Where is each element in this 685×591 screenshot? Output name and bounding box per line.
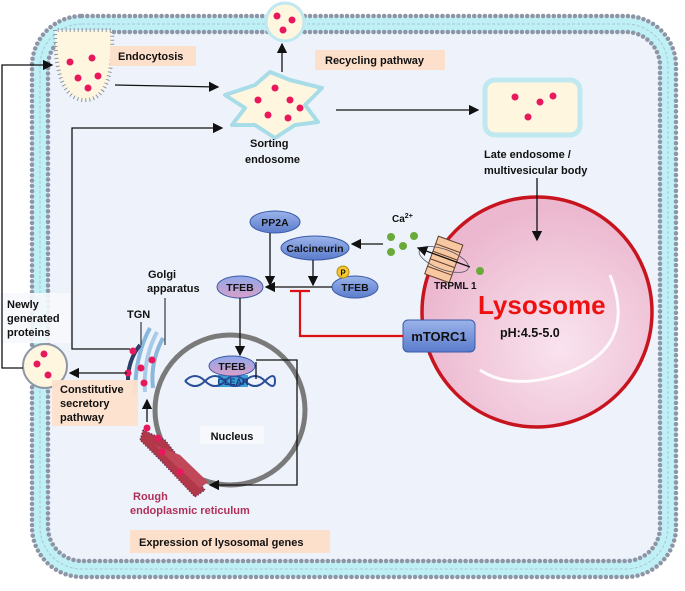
secretory-label-3: pathway: [60, 412, 105, 424]
calcineurin-node: [280, 235, 350, 261]
phosphate-icon: [336, 265, 350, 279]
recycling-label-box: [315, 50, 445, 70]
nucleus-label: Nucleus: [211, 431, 254, 443]
endocytic-vesicle: [52, 28, 115, 103]
pp2a-label: PP2A: [261, 217, 289, 229]
rough-er: [139, 424, 208, 498]
newly-label-3: proteins: [7, 327, 50, 339]
calcium-label: Ca2+: [392, 213, 413, 225]
recycling-vesicle: [264, 1, 306, 43]
tgn-to-endosome-arrow: [71, 122, 224, 350]
lysosome-ph: pH:4.5-5.0: [500, 326, 560, 340]
lysosome-label: Lysosome: [478, 290, 606, 320]
newly-label-2: generated: [7, 313, 60, 325]
gene-expression-arrow: [210, 359, 298, 485]
nuclear-tfeb-label: TFEB: [218, 361, 246, 373]
tgn-label: TGN: [127, 309, 150, 321]
expression-label-box: [130, 530, 330, 553]
secretory-label-box: [52, 380, 138, 426]
newly-label-1: Newly: [7, 299, 40, 311]
trpml1-channel: [418, 235, 469, 284]
golgi-label-1: Golgi: [148, 269, 176, 281]
clear-label: CLEAR: [218, 377, 249, 387]
late-endosome-label-1: Late endosome /: [484, 149, 571, 161]
trpml1-label: TRPML 1: [434, 281, 477, 292]
endocytosis-to-sorting-arrow: [114, 81, 220, 93]
late-endosome: [482, 77, 583, 138]
sorting-endosome-label-2: endosome: [245, 154, 300, 166]
rer-label-1: Rough: [133, 491, 168, 503]
late-endosome-label-2: multivesicular body: [484, 165, 588, 177]
tfeb-label: TFEB: [226, 282, 254, 294]
rer-label-2: endoplasmic reticulum: [130, 505, 250, 517]
nuclear-tfeb-node: [208, 355, 256, 377]
calcineurin-label: Calcineurin: [286, 243, 343, 255]
newly-proteins-label-box: [0, 293, 70, 343]
phospho-tfeb-label: TFEB: [341, 282, 369, 294]
sorting-endosome-label-1: Sorting: [250, 138, 289, 150]
endocytosis-label: Endocytosis: [118, 51, 183, 63]
sorting-endosome: [223, 70, 324, 140]
secretory-label-2: secretory: [60, 398, 110, 410]
nucleus-label-box: [200, 426, 264, 444]
recycling-label: Recycling pathway: [325, 55, 425, 67]
expression-label: Expression of lysosomal genes: [139, 537, 303, 549]
membrane-delivery-arrow: [1, 59, 54, 369]
secretory-vesicle: [22, 343, 68, 389]
secretory-label-1: Constitutive: [60, 384, 124, 396]
mtorc1-inhibition-line: [290, 289, 403, 338]
endocytosis-label-box: [110, 46, 196, 66]
pp2a-node: [249, 210, 301, 234]
calcium-ions: [387, 232, 484, 275]
golgi-label-2: apparatus: [147, 283, 200, 295]
mtorc1-label: mTORC1: [411, 329, 466, 344]
calcium-release-arrow: [416, 246, 471, 268]
phosphate-label: P: [340, 269, 346, 278]
golgi-apparatus: [124, 327, 165, 396]
